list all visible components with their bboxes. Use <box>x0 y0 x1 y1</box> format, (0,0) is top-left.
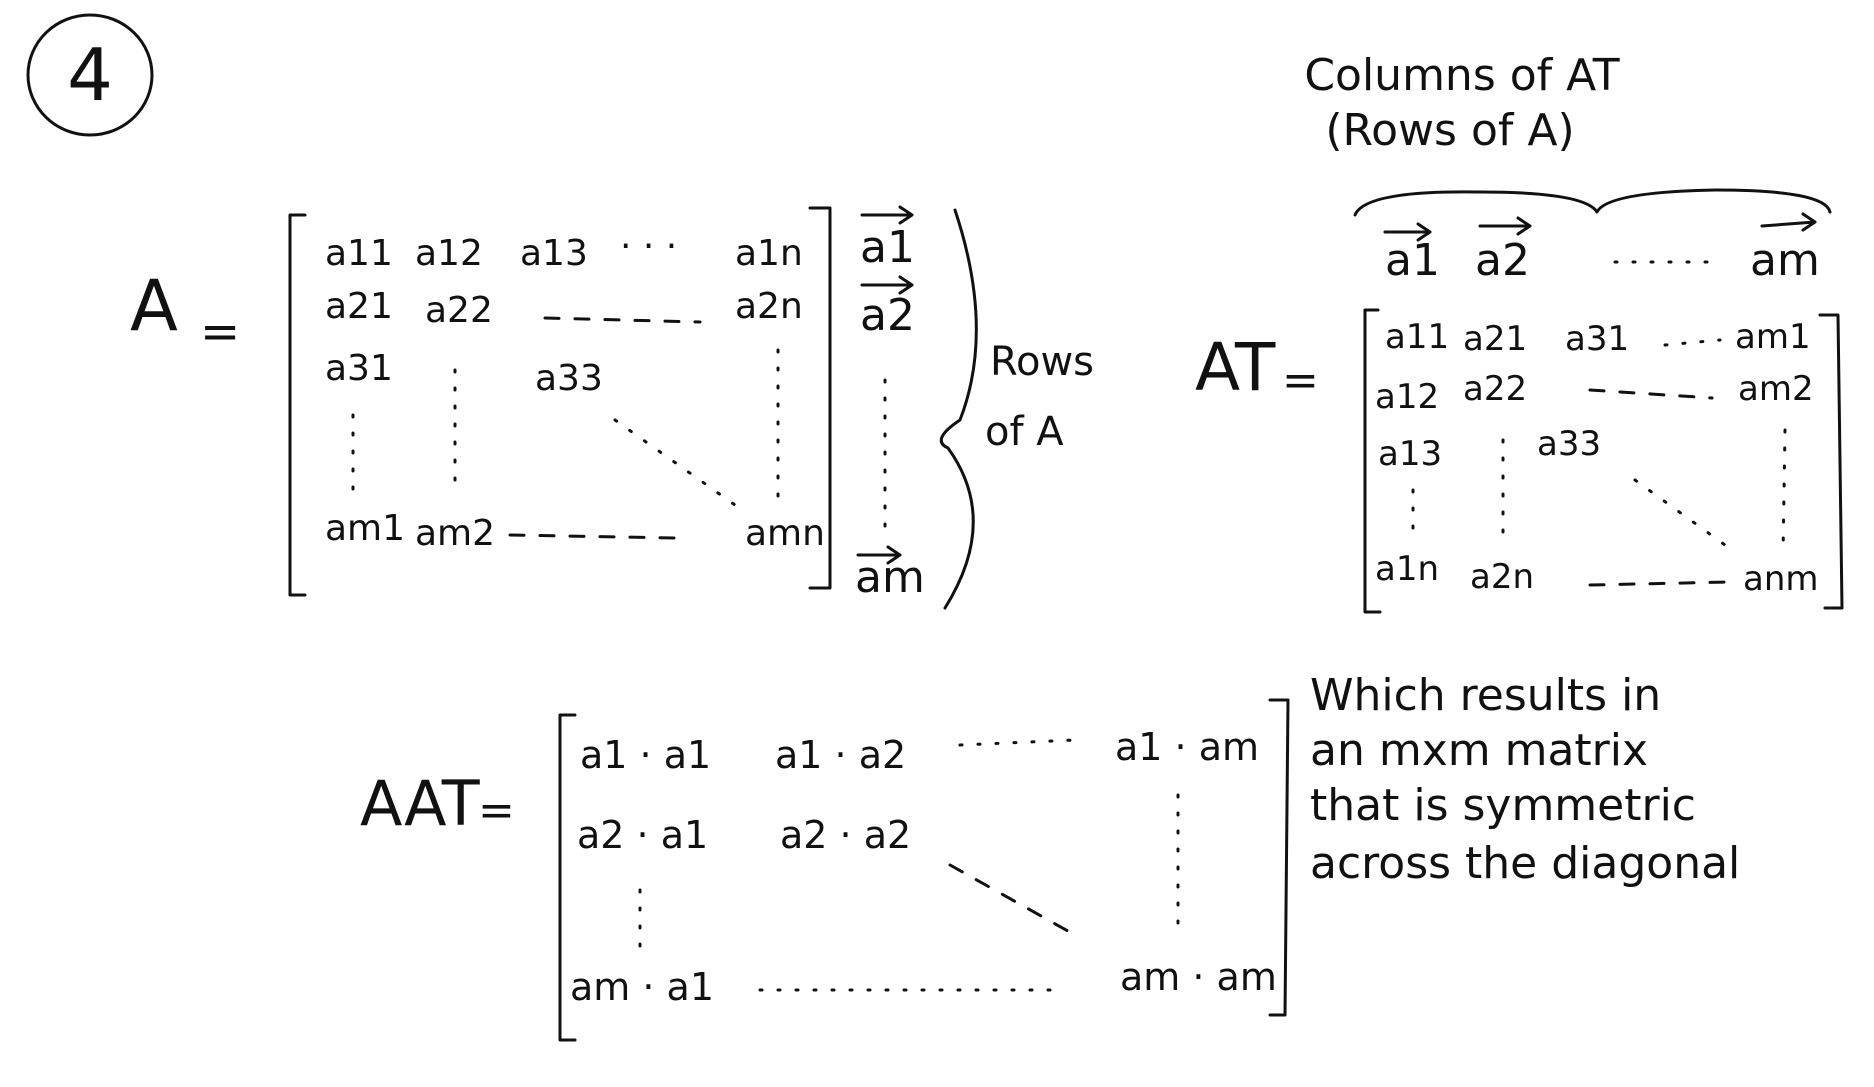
problem-number-badge: 4 <box>26 13 154 137</box>
matrix-at-right-bracket <box>1818 313 1844 610</box>
matrix-a-entry: am2 <box>415 513 495 554</box>
matrix-a-ellipsis: · · · <box>620 226 677 267</box>
matrix-at-entry: a13 <box>1378 434 1442 474</box>
product-entry: a1 · am <box>1115 725 1259 769</box>
matrix-a-section: A = a11 a12 a13 · · · a1n a21 a22 a2n a3… <box>130 205 1094 610</box>
note-line: an mxm matrix <box>1310 725 1648 776</box>
circle-outline <box>26 13 154 137</box>
matrix-at-entry: a21 <box>1463 319 1527 359</box>
matrix-at-entry: a31 <box>1565 319 1629 359</box>
matrix-a-left-bracket <box>288 213 307 597</box>
row-vector-label: a2 <box>860 290 915 341</box>
product-entry: a1 · a2 <box>775 733 906 777</box>
matrix-a-name: A <box>130 265 178 347</box>
product-entry: am · am <box>1120 955 1277 999</box>
matrix-at-name: AT <box>1195 329 1276 406</box>
note-line: that is symmetric <box>1310 780 1696 831</box>
matrix-at-entry: a2n <box>1470 557 1534 597</box>
problem-number: 4 <box>67 33 113 117</box>
vector-arrow-icon <box>1760 212 1817 232</box>
matrix-at-section: Columns of AT (Rows of A) a1 a2 am AT = … <box>1195 50 1844 614</box>
rows-brace-label: Rows <box>990 339 1094 385</box>
product-entry: a2 · a1 <box>577 813 708 857</box>
matrix-at-entry: a12 <box>1375 377 1439 417</box>
matrix-a-row-vectors: a1 a2 am <box>855 205 925 603</box>
rows-brace-label: of A <box>985 409 1064 455</box>
matrix-a-equals: = <box>200 304 240 360</box>
product-entry: a2 · a2 <box>780 813 911 857</box>
matrix-at-equals: = <box>1282 355 1319 406</box>
columns-brace <box>1353 188 1832 217</box>
matrix-at-entry: anm <box>1743 559 1819 599</box>
matrix-a-entry: a1n <box>735 233 803 274</box>
matrix-a-entry: a11 <box>325 233 393 274</box>
matrix-at-ellipsis-marks <box>1411 338 1787 587</box>
vector-arrow-icon <box>856 545 902 565</box>
row-vector-label: a1 <box>860 222 915 273</box>
product-entry: am · a1 <box>570 965 714 1009</box>
column-vector-label: a1 <box>1385 235 1440 286</box>
matrix-a-entry: am1 <box>325 508 405 549</box>
matrix-a-entry: a2n <box>735 286 803 327</box>
product-equals: = <box>478 785 515 836</box>
vector-arrow-icon <box>860 205 914 225</box>
matrix-a-entry: a13 <box>520 233 588 274</box>
matrix-at-entry: a1n <box>1375 549 1439 589</box>
product-entry: a1 · a1 <box>580 733 711 777</box>
product-section: AAT = a1 · a1 a1 · a2 a1 · am a2 · a1 a2… <box>360 670 1740 1042</box>
matrix-at-entry: am2 <box>1738 369 1814 409</box>
matrix-a-entry: a33 <box>535 358 603 399</box>
column-vector-label: a2 <box>1475 235 1530 286</box>
matrix-at-entry: a11 <box>1385 317 1449 357</box>
matrix-a-entry: a21 <box>325 286 393 327</box>
product-right-bracket <box>1268 698 1290 1017</box>
vector-arrow-icon <box>860 275 914 295</box>
columns-header-label: (Rows of A) <box>1325 105 1574 156</box>
product-name: AAT <box>360 767 481 840</box>
matrix-a-entry: amn <box>745 513 825 554</box>
matrix-a-right-bracket <box>808 206 832 590</box>
vector-arrow-icon <box>1478 216 1532 236</box>
matrix-at-entry: am1 <box>1735 317 1811 357</box>
note-line: Which results in <box>1310 670 1661 721</box>
matrix-at-entry: a33 <box>1537 424 1601 464</box>
note-line: across the diagonal <box>1310 838 1740 889</box>
matrix-a-entry: a31 <box>325 348 393 389</box>
vector-arrow-icon <box>1383 222 1432 242</box>
product-ellipsis-marks <box>638 738 1180 992</box>
column-vector-label: am <box>1750 235 1820 286</box>
row-vector-label: am <box>855 552 925 603</box>
rows-brace <box>939 208 978 610</box>
matrix-a-entry: a12 <box>415 233 483 274</box>
matrix-a-entry: a22 <box>425 290 493 331</box>
matrix-at-column-vectors: a1 a2 am <box>1383 212 1820 286</box>
product-note: Which results in an mxm matrix that is s… <box>1310 670 1740 889</box>
matrix-at-left-bracket <box>1363 308 1382 614</box>
matrix-a-ellipsis-marks <box>351 316 780 540</box>
product-left-bracket <box>558 713 577 1042</box>
columns-header-label: Columns of AT <box>1304 50 1619 101</box>
matrix-at-entry: a22 <box>1463 369 1527 409</box>
